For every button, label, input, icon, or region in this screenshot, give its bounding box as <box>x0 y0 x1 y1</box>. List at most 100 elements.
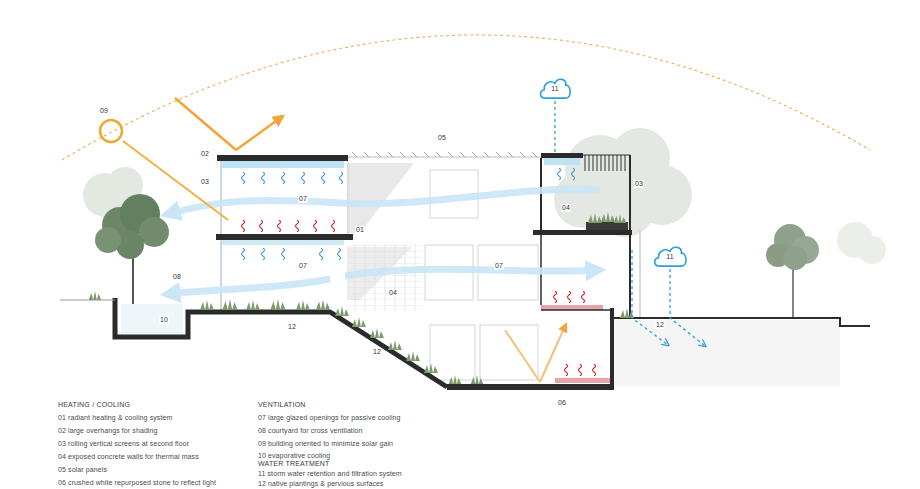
rain-cloud: 11 <box>537 74 573 100</box>
key-entry: 01 radiant heating & cooling system <box>58 414 172 422</box>
cool-squiggle <box>282 172 285 184</box>
rolling-screen <box>585 155 625 171</box>
tree-canopy <box>116 231 144 259</box>
ground-line <box>60 300 115 301</box>
grass-tuft <box>406 351 420 361</box>
cool-squiggle <box>242 172 245 184</box>
grass-tuft <box>352 317 366 327</box>
callout-number: 12 <box>655 321 665 329</box>
ground-section <box>612 318 870 326</box>
grass-tuft <box>335 306 349 316</box>
sun-ray <box>505 330 540 382</box>
rainwater-path <box>554 101 555 153</box>
key-entry: 06 crushed white repurposed stone to ref… <box>58 479 216 487</box>
glazing <box>221 240 222 310</box>
grass-tuft <box>388 340 402 350</box>
wall-line <box>540 158 542 232</box>
cool-squiggle <box>262 248 265 260</box>
cool-squiggle <box>572 168 575 180</box>
callout-number: 11 <box>551 81 558 93</box>
rain-cloud: 11 <box>651 242 689 268</box>
key-entry: 03 rolling vertical screens at second fl… <box>58 440 189 448</box>
callout-number: 12 <box>372 348 382 356</box>
reflected-ray <box>540 324 566 382</box>
airflow-arrow <box>168 189 600 214</box>
callout-number: 08 <box>172 273 182 281</box>
key-heading: HEATING / COOLING <box>58 401 130 409</box>
window <box>480 325 538 380</box>
wall-line <box>629 155 631 318</box>
key-entry: 07 large glazed openings for passive coo… <box>258 414 401 422</box>
heat-squiggle <box>314 220 317 232</box>
rolling-screen <box>583 154 630 155</box>
grass-tuft <box>588 213 602 223</box>
grass-tuft <box>316 300 330 310</box>
key-entry: 05 solar panels <box>58 466 107 474</box>
floor-slab <box>533 230 632 235</box>
heat-squiggle <box>278 220 281 232</box>
grass-tuft <box>471 375 484 384</box>
rainwater-path <box>670 269 705 346</box>
heat-squiggle <box>565 364 568 376</box>
overhang-shadow <box>347 163 414 233</box>
planter <box>586 222 628 230</box>
cool-squiggle <box>338 248 341 260</box>
floor-slab <box>447 384 614 390</box>
floor-line <box>541 309 612 311</box>
heat-squiggle <box>582 291 585 303</box>
callout-number: 04 <box>561 204 571 212</box>
callout-number: 05 <box>437 134 447 142</box>
reflected-ray <box>236 116 283 150</box>
callout-number: 07 <box>298 262 308 270</box>
grass-tuft <box>270 299 285 310</box>
cloud-outline <box>541 79 571 98</box>
tree-canopy <box>783 246 807 270</box>
tree <box>766 224 819 318</box>
heat-squiggle <box>579 364 582 376</box>
heat-squiggle <box>554 291 557 303</box>
radiant-heating <box>242 220 596 376</box>
key-entry: 09 building oriented to minimize solar g… <box>258 440 393 448</box>
concrete-wall <box>348 245 423 311</box>
heat-squiggle <box>593 364 596 376</box>
sun-ray <box>175 98 236 150</box>
grass-tuft <box>601 212 615 222</box>
cool-squiggle <box>340 172 343 184</box>
ground-section <box>115 298 447 387</box>
heat-squiggle <box>260 220 263 232</box>
airflow-arrow <box>168 279 330 294</box>
glazing <box>221 161 222 234</box>
callout-number: 03 <box>200 178 210 186</box>
key-entry: 08 courtyard for cross ventilation <box>258 427 363 435</box>
callout-number: 07 <box>298 195 308 203</box>
sun-ray <box>123 141 228 220</box>
heat-squiggle <box>242 220 245 232</box>
tree-trunk <box>639 230 641 318</box>
floor-slab <box>216 234 353 240</box>
solar-panels <box>352 152 537 157</box>
roof-slab <box>217 155 348 161</box>
tree-canopy <box>95 227 121 253</box>
callout-number: 11 <box>666 249 673 261</box>
wall-line <box>348 157 349 240</box>
heat-squiggle <box>296 220 299 232</box>
cool-squiggle <box>322 172 325 184</box>
cool-squiggle <box>262 172 265 184</box>
sun-path <box>62 35 870 160</box>
pool-water <box>121 304 183 334</box>
cool-squiggle <box>282 248 285 260</box>
grass-tuft <box>370 328 384 338</box>
callout-number: 12 <box>287 323 297 331</box>
callout-number: 09 <box>99 107 109 115</box>
grass-tuft <box>296 300 310 310</box>
callout-number: 06 <box>557 399 567 407</box>
key-entry: 04 exposed concrete walls for thermal ma… <box>58 453 199 461</box>
grass-tuft <box>424 363 438 373</box>
airflow-arrow <box>345 269 598 276</box>
native-plantings <box>89 291 634 384</box>
retaining-wall <box>610 308 614 390</box>
key-entry: 02 large overhangs for shading <box>58 427 158 435</box>
grass-tuft <box>222 299 237 310</box>
cool-squiggle <box>320 248 323 260</box>
